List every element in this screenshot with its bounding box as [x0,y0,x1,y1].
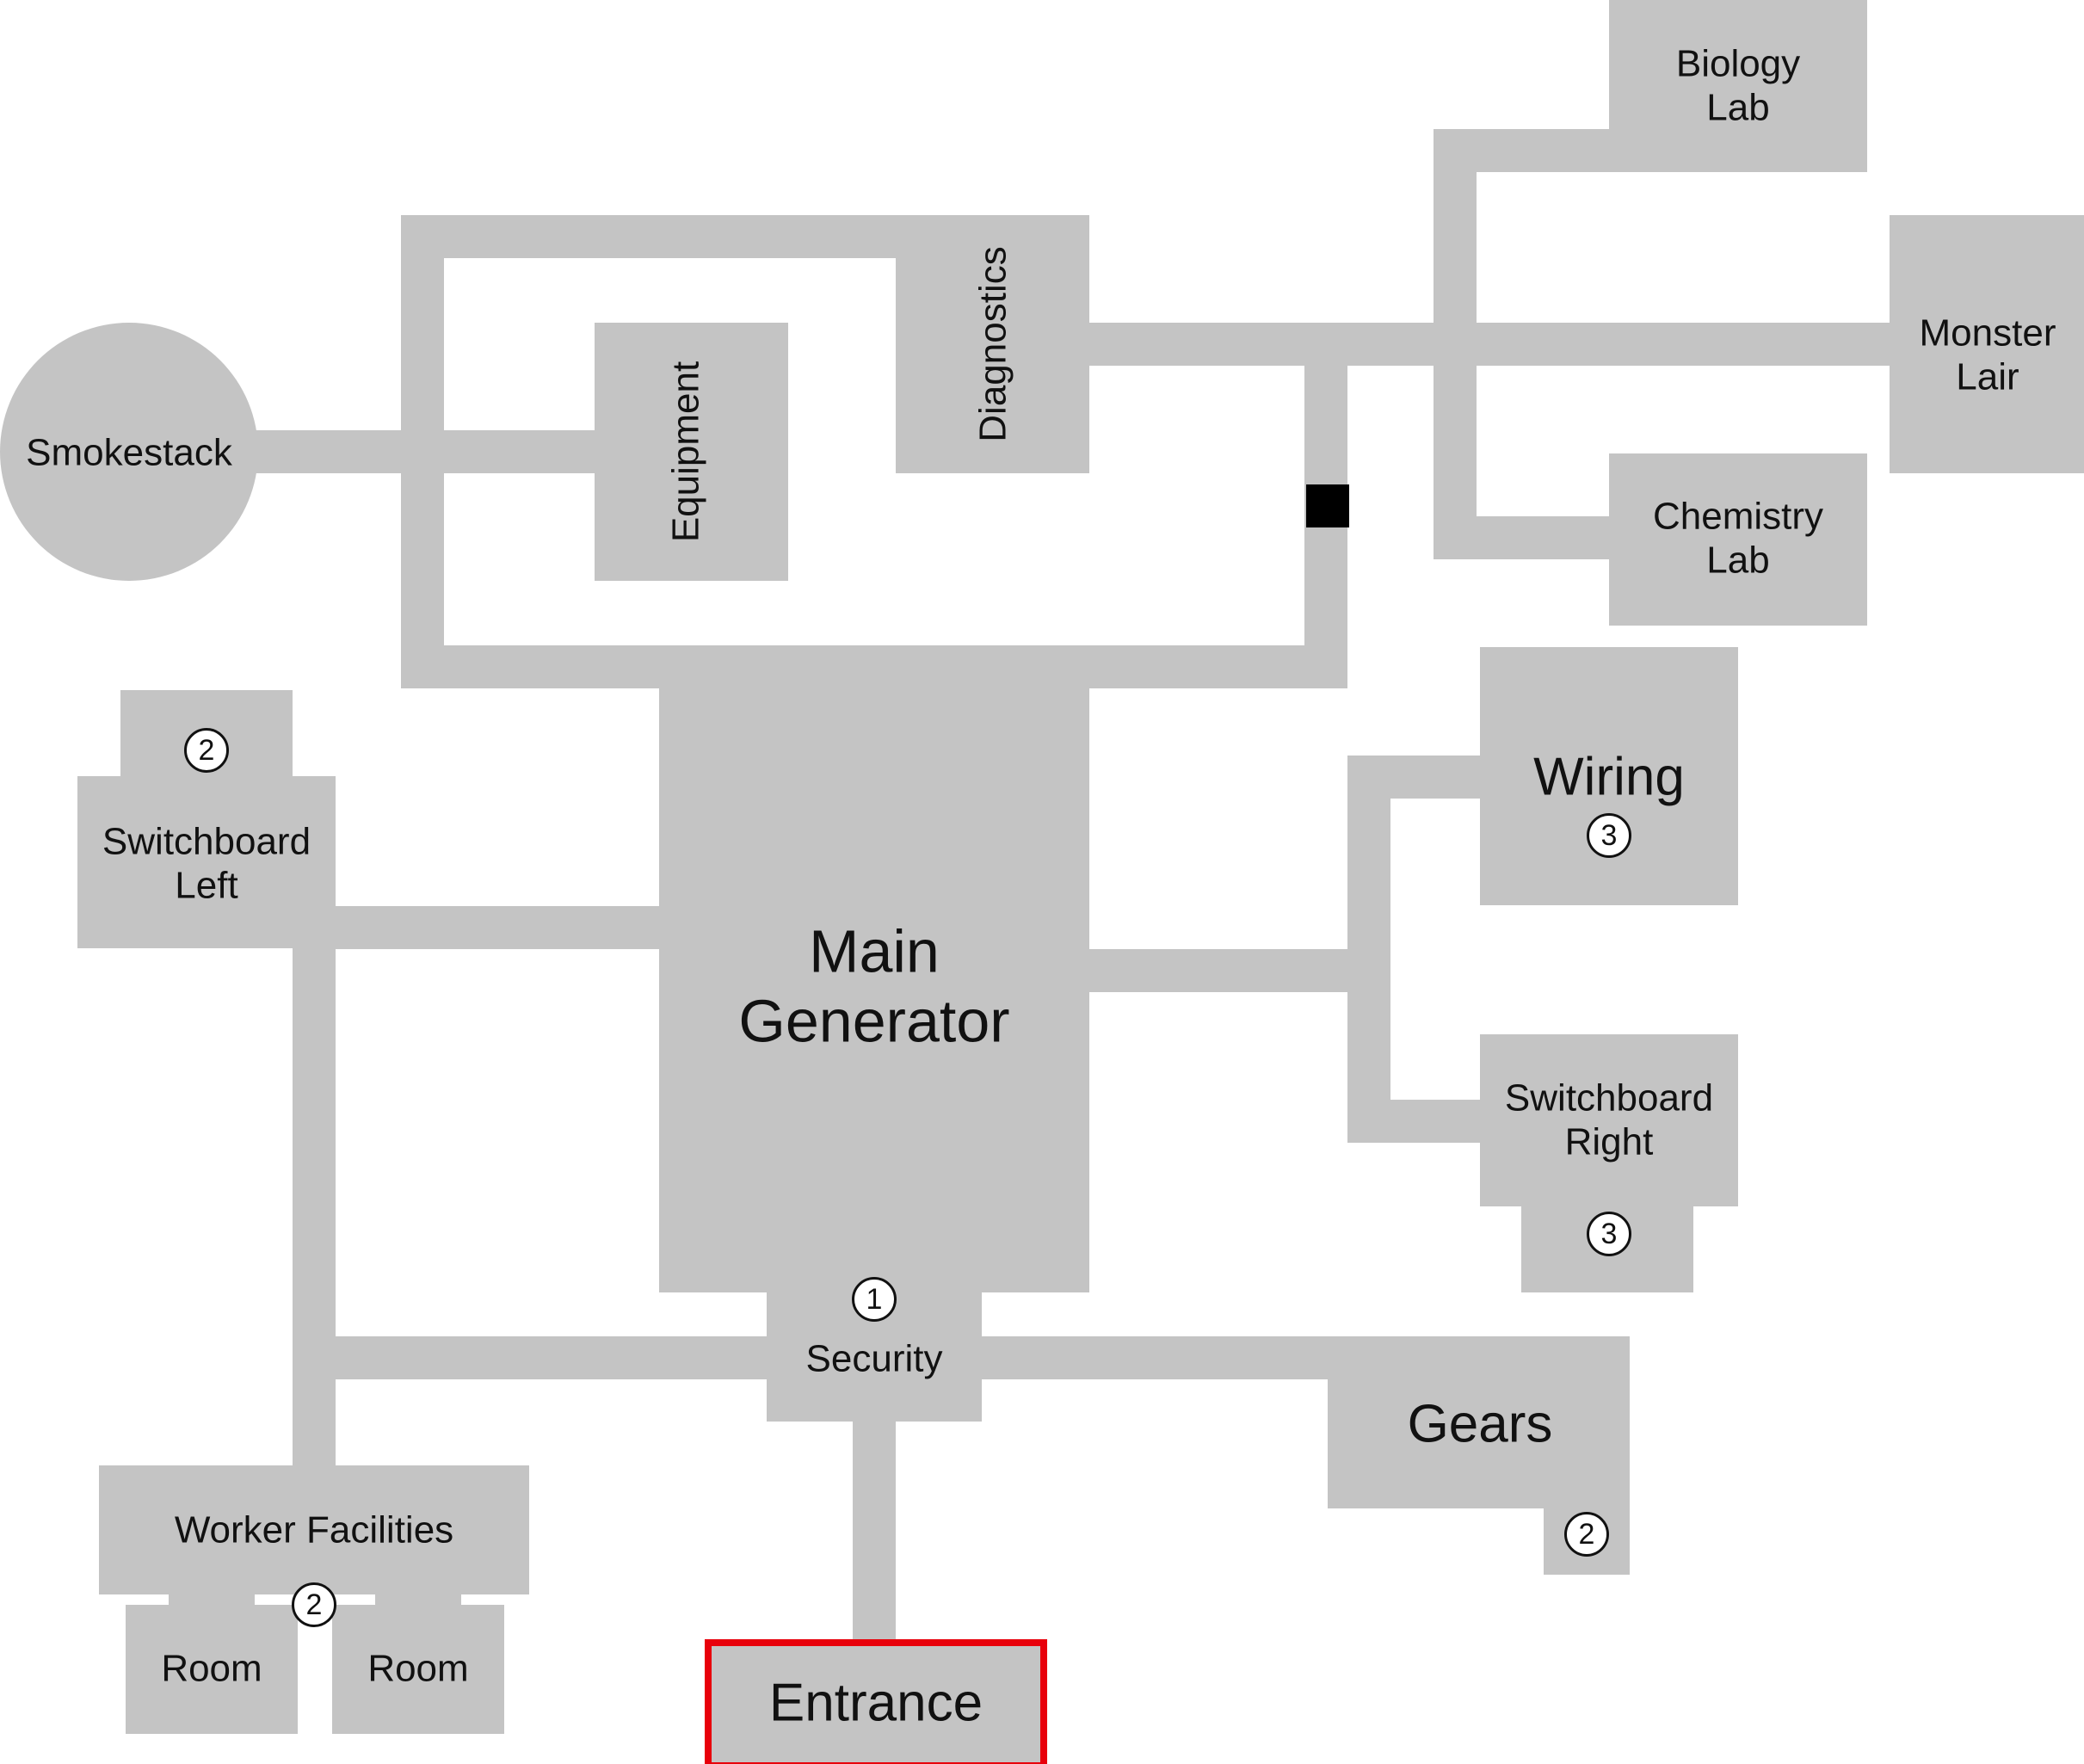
room-left-label: Room [161,1647,262,1690]
corridor-switchboard-left-east [327,906,663,949]
smokestack-label: Smokestack [26,431,232,474]
label-line: Main [809,917,940,985]
corridor-chemistry [1434,516,1609,559]
label-line: Generator [738,987,1010,1054]
wiring-room[interactable] [1480,647,1738,905]
switchboard-left-room[interactable] [77,776,336,948]
label-line: Lab [1706,539,1770,581]
main-generator-room[interactable] [659,688,1089,1292]
corridor-biology [1434,129,1609,172]
equipment-label: Equipment [664,361,707,543]
room-right[interactable] [332,1605,504,1734]
corridor-smokestack [250,430,599,473]
worker-facilities-badge: 2 [292,1582,336,1627]
label-line: Switchboard [1504,1076,1714,1119]
diagnostics-room[interactable] [896,215,1089,473]
corridors [250,129,1896,1644]
monster-lair-room[interactable] [1890,215,2084,473]
wiring-badge: 3 [1587,813,1631,858]
corridor-generator-east [1089,949,1390,992]
label-line: Right [1564,1120,1654,1163]
label-line: Biology [1675,42,1801,85]
corridor-switchboard-right [1347,1100,1480,1143]
switchboard-right-room[interactable] [1480,1034,1738,1206]
entrance-room[interactable] [708,1643,1044,1764]
label-line: Lab [1706,86,1770,128]
equipment-room[interactable] [595,323,788,581]
switchboard-left-label: Switchboard Left [102,820,311,907]
label-line: Monster [1919,311,2056,355]
room-right-label: Room [367,1647,469,1690]
switchboard-right-label: Switchboard Right [1505,1076,1713,1163]
corridor-wiring [1347,756,1480,799]
label-line: Switchboard [102,820,311,863]
security-badge: 1 [852,1277,897,1322]
wiring-label: Wiring [1533,747,1685,807]
corridor-entrance [853,1420,896,1644]
gears-label: Gears [1407,1394,1553,1454]
chemistry-lab-label: Chemistry Lab [1653,495,1823,582]
room-left[interactable] [126,1605,298,1734]
smokestack-room[interactable] [0,323,258,581]
monster-lair-label: Monster Lair [1920,311,2056,398]
label-line: Chemistry [1652,495,1824,538]
entrance-label: Entrance [768,1673,983,1733]
worker-facilities-label: Worker Facilities [174,1508,454,1551]
corridor-labs-trunk [1434,129,1477,559]
locked-door[interactable] [1306,484,1349,527]
diagnostics-label: Diagnostics [971,246,1014,442]
chemistry-lab-room[interactable] [1609,453,1867,626]
label-line: Left [175,864,238,906]
security-label: Security [805,1337,943,1380]
label-line: Lair [1956,355,2019,398]
corridor-security-east [981,1336,1342,1379]
switchboard-left-badge: 2 [184,728,229,773]
gears-badge: 2 [1564,1512,1609,1557]
worker-facilities-room[interactable] [99,1465,529,1594]
main-generator-label: Main Generator [738,917,1009,1056]
corridor-west-trunk [293,947,336,1471]
corridor-security-west [293,1336,774,1379]
biology-lab-room[interactable] [1609,0,1867,172]
switchboard-right-badge: 3 [1587,1212,1631,1256]
entrance-highlight [705,1639,1047,1764]
corridor-loop-bottom [401,645,1347,688]
corridor-diagnostics-east [1089,323,1896,366]
corridor-east-trunk [1347,756,1390,1143]
biology-lab-label: Biology Lab [1676,42,1800,129]
